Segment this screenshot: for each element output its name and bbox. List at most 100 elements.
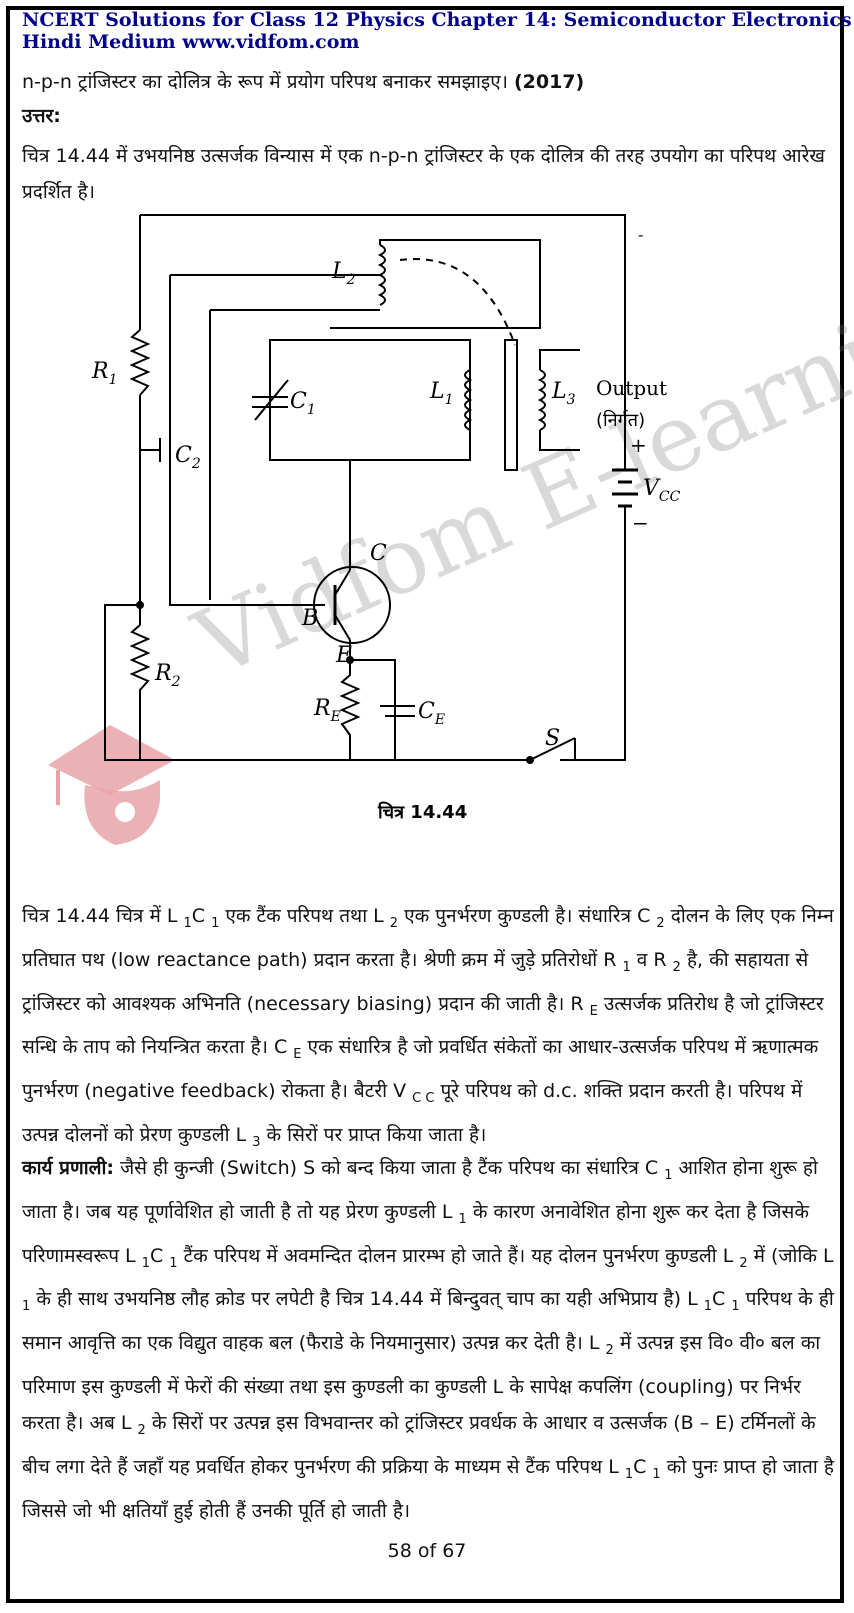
label-r1-sub: 1 [109,372,118,388]
svg-text:L1: L1 [429,379,454,408]
label-output: Output [596,376,667,400]
answer-label: उत्तर: [22,105,61,127]
p2-text: आशित होना शुरू हो जाता है। जब यह पूर्णाव… [22,1157,818,1223]
svg-text:L3: L3 [551,379,576,408]
svg-text:C2: C2 [175,443,201,472]
label-re-sub: E [330,709,341,725]
svg-text:R1: R1 [91,359,118,388]
label-ce: C [418,699,435,724]
label-output-hindi: (निर्गत) [596,409,645,431]
p2-text: जैसे ही कुन्जी (Switch) S को बन्द किया ज… [114,1157,665,1179]
p2-sub: 2 [739,1255,748,1271]
p2-sub: 1 [624,1466,634,1482]
label-minus: − [632,511,649,535]
label-l2: L [331,259,347,284]
p1-text: चित्र 14.44 चित्र में L [22,905,184,927]
p2-sub: 1 [141,1255,150,1271]
p2-text: को पुनः प्राप्त हो जाता है जिससे जो भी क… [22,1455,834,1522]
label-c2: C [175,443,192,468]
p1-sub: 2 [656,915,665,931]
p2-sub: 1 [664,1167,673,1183]
p1-text: एक संधारित्र है जो प्रवर्धित संकेतों का … [22,1036,819,1103]
page-header: NCERT Solutions for Class 12 Physics Cha… [22,9,852,53]
label-collector: C [370,541,387,566]
p1-sub: 2 [672,959,681,975]
p1-sub: 1 [622,959,631,975]
p1-sub: E [589,1003,598,1019]
header-subtitle: Hindi Medium www.vidfom.com [22,31,360,53]
label-l3-sub: 3 [567,392,576,408]
page-border [6,6,844,1603]
p2-text: C [633,1455,653,1478]
p1-text: दोलन के लिए एक निम्न प्रतिघात पथ (low re… [22,905,834,971]
p1-sub: 1 [211,915,220,931]
header-title: NCERT Solutions for Class 12 Physics Cha… [22,9,852,31]
label-ce-sub: E [434,712,445,728]
p2-sub: 1 [652,1466,661,1482]
question-year: (2017) [513,71,585,93]
p2-text: C [149,1244,170,1267]
p1-sub: E [293,1047,302,1063]
p1-text: व R [630,948,673,971]
paragraph-working: कार्य प्रणाली: जैसे ही कुन्जी (Switch) S… [22,1150,834,1529]
label-r2-sub: 2 [171,674,181,690]
svg-text:C1: C1 [290,389,316,418]
label-top-minus: - [638,225,643,244]
label-vcc: V [643,476,661,501]
p1-text: एक टैंक परिपथ तथा L [219,905,390,927]
svg-text:VCC: VCC [643,476,681,505]
working-heading: कार्य प्रणाली: [22,1157,115,1179]
oscillator-circuit-diagram: L2 R1 C1 L1 L3 C2 VCC C B E R2 RE CE S O… [91,214,681,764]
p2-sub: 2 [605,1342,614,1358]
label-l1: L [429,379,445,404]
p2-text: के सिरों पर उत्पन्न इस विभवान्तर को ट्रा… [22,1411,816,1478]
paragraph-description: चित्र 14.44 चित्र में L 1C 1 एक टैंक परि… [22,898,834,1161]
p2-sub: 2 [137,1422,146,1438]
p1-text: पूरे परिपथ को d.c. शक्ति प्रदान करती है।… [22,1080,803,1146]
p1-text: एक पुनर्भरण कुण्डली है। संधारित्र C [398,905,657,927]
p2-text: में (जोकि L [747,1244,834,1267]
svg-text:CE: CE [418,699,445,728]
p2-text: के ही साथ उभयनिष्ठ लौह क्रोड पर लपेटी है… [30,1288,704,1311]
p2-sub: 1 [458,1211,467,1227]
label-l3: L [551,379,567,404]
label-emitter: E [335,643,352,668]
label-re: R [313,696,331,721]
answer-intro: चित्र 14.44 में उभयनिष्ठ उत्सर्जक विन्या… [22,145,825,203]
label-base: B [301,606,318,631]
svg-text:RE: RE [313,696,341,725]
label-switch: S [545,726,560,751]
p2-text: के कारण अनावेशित होना शुरू कर देता है जि… [22,1200,809,1267]
p2-text: में उत्पन्न इस वि० वी० बल का परिमाण इस क… [22,1332,821,1434]
label-c1-sub: 1 [307,402,316,418]
p1-sub: 2 [389,915,399,931]
p2-sub: 1 [22,1299,31,1315]
label-l1-sub: 1 [445,392,454,408]
p1-text: C [191,905,212,927]
p2-sub: 1 [731,1299,740,1315]
p1-text: के सिरों पर प्राप्त किया जाता है। [260,1123,487,1146]
question-text: n-p-n ट्रांजिस्टर का दोलित्र के रूप में … [22,71,508,93]
p2-text: C [712,1288,732,1311]
svg-text:L2: L2 [331,259,356,288]
label-plus: + [630,433,647,457]
label-l2-sub: 2 [346,272,356,288]
label-c2-sub: 2 [191,456,201,472]
p1-sub: C C [412,1090,435,1106]
label-c1: C [290,389,307,414]
svg-text:R2: R2 [154,661,181,690]
p1-text: उत्सर्जक प्रतिरोध है जो ट्रांजिस्टर सन्ध… [22,992,824,1059]
p2-text: परिपथ के ही समान आवृत्ति का एक विद्युत व… [22,1288,834,1355]
p1-sub: 1 [183,915,192,931]
p1-sub: 3 [252,1134,261,1150]
page-number: 58 of 67 [387,1540,467,1562]
p1-text: है, की सहायता से ट्रांजिस्टर को आवश्यक अ… [22,948,809,1015]
label-vcc-sub: CC [659,489,681,505]
p2-text: टैंक परिपथ में अवमन्दित दोलन प्रारम्भ हो… [177,1244,740,1267]
label-r1: R [91,359,109,384]
label-r2: R [154,661,172,686]
p2-sub: 1 [169,1255,178,1271]
figure-caption: चित्र 14.44 [378,802,468,823]
p2-sub: 1 [703,1299,713,1315]
question: n-p-n ट्रांजिस्टर का दोलित्र के रूप में … [22,68,584,94]
